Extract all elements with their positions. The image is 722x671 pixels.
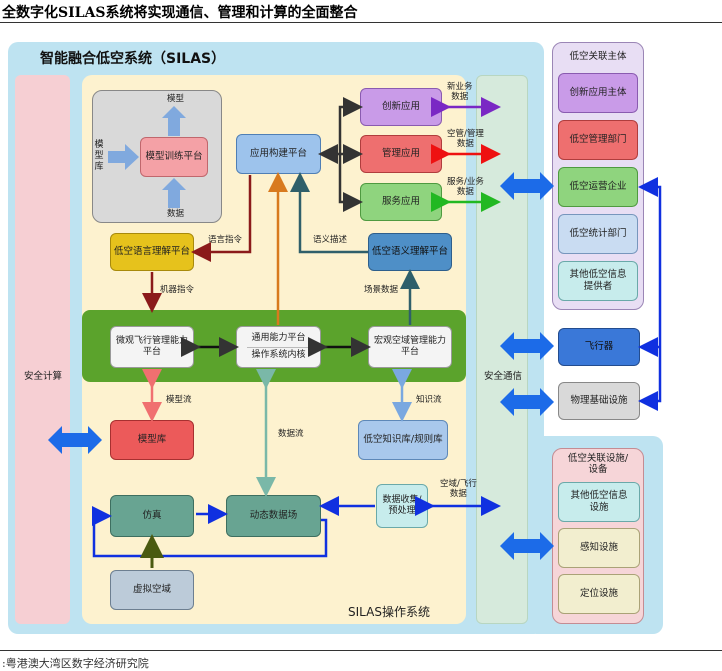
knowledge-library: 低空知识库/规则库 (358, 420, 448, 460)
model-library: 模型库 (110, 420, 194, 460)
model-training-platform: 模型训练平台 (140, 137, 208, 177)
subject-statistics-dept: 低空统计部门 (558, 214, 638, 254)
scene-data-label: 场景数据 (364, 285, 399, 295)
simulation-box: 仿真 (110, 495, 194, 537)
virtual-airspace: 虚拟空域 (110, 570, 194, 610)
management-data-label: 空管/管理 数据 (447, 129, 484, 149)
security-compute-label: 安全计算 (23, 371, 62, 382)
data-input-label: 数据 (167, 209, 185, 219)
model-lib-side-label: 模 型 库 (94, 140, 104, 172)
model-lib-right-arrow (108, 144, 139, 170)
general-platform-label: 通用能力平台 (251, 333, 306, 344)
security-comm-label: 安全通信 (483, 371, 522, 382)
title-divider (0, 22, 722, 23)
security-compute-band (15, 75, 70, 624)
model-up-arrow (162, 106, 186, 136)
semantic-description-label: 语义描述 (313, 235, 348, 245)
innovation-data-label: 新业务 数据 (447, 82, 473, 102)
airspace-flight-data-label: 空域/飞行 数据 (440, 479, 477, 499)
language-command-label: 语言指令 (208, 235, 243, 245)
subject-other-providers: 其他低空信息 提供者 (558, 261, 638, 301)
aircraft-double-arrow (500, 332, 554, 360)
subject-operator: 低空运营企业 (558, 167, 638, 207)
general-capability-platform: 通用能力平台 操作系统内核 (236, 326, 321, 368)
model-flow-label: 模型流 (166, 395, 192, 405)
os-label: SILAS操作系统 (348, 605, 430, 619)
facility-sensing: 感知设施 (558, 528, 640, 568)
compute-double-arrow (48, 426, 102, 454)
language-understanding-platform: 低空语言理解平台 (110, 233, 194, 271)
physical-infra-box: 物理基础设施 (558, 382, 640, 420)
service-data-label: 服务/业务 数据 (447, 177, 484, 197)
subjects-double-arrow (500, 172, 554, 200)
knowledge-flow-label: 知识流 (416, 395, 442, 405)
infra-double-arrow (500, 388, 554, 416)
data-flow-label: 数据流 (278, 429, 304, 439)
facility-other-info: 其他低空信息 设施 (558, 482, 640, 522)
facility-positioning: 定位设施 (558, 574, 640, 614)
general-platform-divider (246, 346, 311, 348)
macro-airspace-platform: 宏观空域管理能力 平台 (368, 326, 452, 368)
related-subjects-title: 低空关联主体 (569, 51, 627, 62)
subject-management-dept: 低空管理部门 (558, 120, 638, 160)
micro-flight-platform: 微观飞行管理能力 平台 (110, 326, 194, 368)
system-title: 智能融合低空系统（SILAS） (40, 51, 226, 67)
dynamic-data-field: 动态数据场 (226, 495, 321, 537)
related-facilities-title: 低空关联设施/ 设备 (567, 453, 629, 475)
source-divider (0, 650, 722, 651)
source-note: :粤港澳大湾区数字经济研究院 (2, 657, 149, 670)
page-title: 全数字化SILAS系统将实现通信、管理和计算的全面整合 (2, 5, 358, 21)
subject-innovation: 创新应用主体 (558, 73, 638, 113)
aircraft-box: 飞行器 (558, 328, 640, 366)
os-kernel-label: 操作系统内核 (251, 349, 306, 360)
data-up-arrow (162, 178, 186, 208)
model-output-label: 模型 (167, 94, 185, 104)
innovation-app: 创新应用 (360, 88, 442, 126)
machine-command-label: 机器指令 (160, 285, 195, 295)
facilities-double-arrow (500, 532, 554, 560)
